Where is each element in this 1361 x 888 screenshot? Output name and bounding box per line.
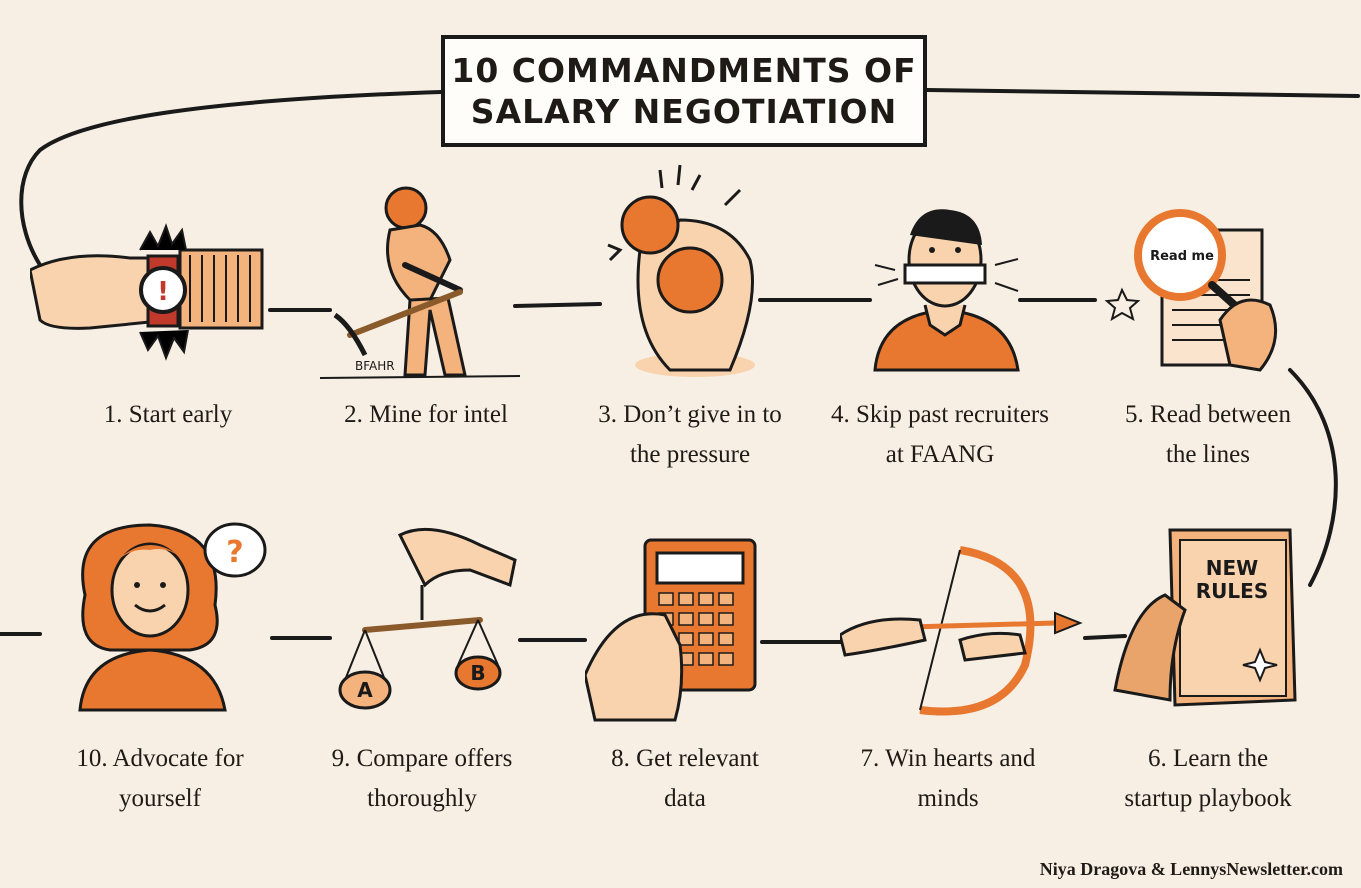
read-me-label: Read me: [1150, 249, 1214, 264]
step-5-line-1: 5. Read between: [1125, 401, 1291, 428]
step-10-line-1: 10. Advocate for: [76, 745, 244, 772]
dig-letters: BFAHR: [355, 359, 395, 373]
step-caption-9: 9. Compare offers thoroughly: [302, 739, 542, 819]
title-line-2: SALARY NEGOTIATION: [470, 92, 898, 131]
title-box: 10 COMMANDMENTS OF SALARY NEGOTIATION: [441, 35, 927, 147]
calculator-icon: [585, 538, 757, 722]
step-caption-7: 7. Win hearts and minds: [828, 739, 1068, 819]
step-2-line-1: 2. Mine for intel: [344, 401, 508, 428]
step-caption-6: 6. Learn the startup playbook: [1088, 739, 1328, 819]
step-8-line-2: data: [664, 785, 706, 812]
question-mark: ?: [226, 535, 243, 570]
step-4-line-1: 4. Skip past recruiters: [830, 401, 1049, 428]
step-3-line-2: the pressure: [629, 441, 751, 468]
balance-scale-icon: A B: [338, 527, 517, 710]
step-caption-5: 5. Read between the lines: [1088, 395, 1328, 475]
magnifying-glass-document-icon: Read me: [1104, 209, 1278, 372]
step-caption-10: 10. Advocate for yourself: [40, 739, 280, 819]
step-5-line-2: the lines: [1165, 441, 1250, 468]
scale-letter-a: A: [357, 678, 373, 702]
new-rules-book-icon: NEW RULES: [1113, 528, 1297, 707]
credit-line: Niya Dragova & LennysNewsletter.com: [1039, 859, 1343, 879]
book-title-line-1: NEW: [1206, 556, 1258, 580]
bow-and-arrow-icon: [840, 546, 1083, 716]
step-caption-2: 2. Mine for intel: [306, 395, 546, 435]
step-4-line-2: at FAANG: [885, 441, 995, 468]
squeezed-stress-ball-icon: [607, 164, 755, 377]
wristwatch-alarm-icon: !: [30, 223, 264, 361]
svg-text:!: !: [157, 277, 169, 307]
step-9-line-1: 9. Compare offers: [331, 745, 513, 772]
confident-woman-icon: ?: [78, 522, 267, 712]
step-1-line-1: 1. Start early: [103, 401, 233, 428]
title-line-1: 10 COMMANDMENTS OF: [451, 51, 917, 90]
step-caption-4: 4. Skip past recruiters at FAANG: [800, 395, 1080, 475]
step-8-line-1: 8. Get relevant: [611, 745, 759, 772]
book-title-line-2: RULES: [1196, 579, 1268, 603]
step-10-line-2: yourself: [119, 785, 201, 812]
scale-letter-b: B: [470, 661, 485, 685]
step-7-line-2: minds: [917, 785, 979, 812]
step-9-line-2: thoroughly: [367, 785, 477, 812]
step-caption-8: 8. Get relevant data: [565, 739, 805, 819]
gagged-person-icon: [873, 209, 1020, 372]
step-7-line-1: 7. Win hearts and: [860, 745, 1036, 772]
step-3-line-1: 3. Don’t give in to: [598, 401, 782, 428]
miner-pickaxe-icon: BFAHR: [320, 186, 520, 379]
step-caption-1: 1. Start early: [48, 395, 288, 435]
step-caption-3: 3. Don’t give in to the pressure: [570, 395, 810, 475]
step-6-line-1: 6. Learn the: [1147, 745, 1269, 772]
step-6-line-2: startup playbook: [1124, 785, 1292, 812]
